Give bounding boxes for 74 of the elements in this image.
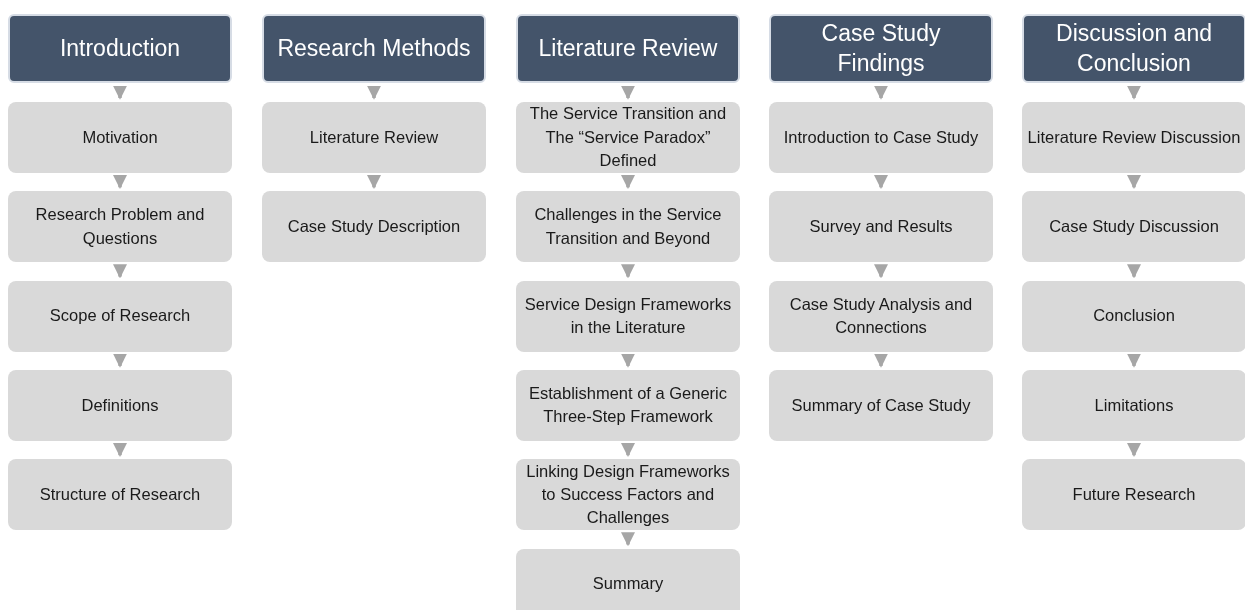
section-header-box <box>262 14 486 83</box>
topic-box <box>8 369 232 441</box>
topic-box <box>1022 459 1245 531</box>
arrow <box>113 264 127 279</box>
arrow <box>874 85 888 100</box>
topic-box <box>516 548 740 610</box>
box-label: Literature Review <box>538 33 718 63</box>
topic-box <box>8 191 232 263</box>
arrow <box>1127 85 1141 100</box>
box-label: Literature Review <box>309 126 439 148</box>
box-label: Structure of Research <box>39 483 201 505</box>
arrow <box>1127 175 1141 190</box>
arrow <box>621 532 635 547</box>
box-label: Research Problem and Questions <box>34 204 206 249</box>
arrow <box>621 442 635 457</box>
arrow <box>1127 353 1141 368</box>
topic-box <box>769 102 993 173</box>
arrow <box>621 353 635 368</box>
box-label: Literature Review Discussion <box>1027 126 1241 148</box>
box-label: Challenges in the Service Transition and Beyond <box>533 204 723 249</box>
arrow <box>113 442 127 457</box>
box-label: Summary of Case Study <box>791 394 971 416</box>
box-label: Survey and Results <box>809 216 953 238</box>
arrow <box>367 175 381 190</box>
section-header-box <box>8 14 232 83</box>
section-header-box <box>516 14 740 83</box>
box-label: Introduction <box>59 33 181 63</box>
box-label: Motivation <box>82 126 158 148</box>
arrow <box>874 264 888 279</box>
topic-box <box>262 191 486 263</box>
topic-box <box>769 280 993 352</box>
topic-box <box>8 280 232 352</box>
box-label: Case Study Analysis and Connections <box>788 293 974 339</box>
arrow <box>621 85 635 100</box>
box-label: Definitions <box>81 394 159 416</box>
box-label: Service Design Frameworks in the Literature <box>523 293 733 339</box>
topic-box <box>516 280 740 352</box>
arrow <box>1127 442 1141 457</box>
box-label: Research Methods <box>277 33 471 63</box>
box-label: Case Study Description <box>287 216 461 238</box>
arrow <box>113 353 127 368</box>
section-header-box <box>769 14 993 83</box>
arrow <box>1127 264 1141 279</box>
topic-box <box>1022 102 1245 173</box>
box-label: The Service Transition and The “Service Paradox” Defined <box>528 103 728 172</box>
section-header-box <box>1022 14 1245 83</box>
arrow <box>367 85 381 100</box>
box-label: Discussion and Conclusion <box>1055 18 1213 78</box>
box-label: Conclusion <box>1093 305 1175 327</box>
topic-box <box>8 459 232 531</box>
box-label: Case Study Discussion <box>1049 216 1219 238</box>
arrow <box>621 175 635 190</box>
box-label: Limitations <box>1094 394 1174 416</box>
topic-box <box>1022 280 1245 352</box>
arrow <box>874 175 888 190</box>
topic-box <box>262 102 486 173</box>
box-label: Establishment of a Generic Three-Step Framework <box>527 382 729 428</box>
arrow <box>113 175 127 190</box>
box-label: Future Research <box>1072 483 1196 505</box>
box-label: Scope of Research <box>49 305 191 327</box>
box-label: Linking Design Frameworks to Success Factors and Challenges <box>525 460 731 529</box>
box-label: Introduction to Case Study <box>783 126 979 148</box>
topic-box <box>769 191 993 263</box>
arrow <box>874 353 888 368</box>
topic-box <box>1022 369 1245 441</box>
arrow <box>621 264 635 279</box>
topic-box <box>516 191 740 263</box>
topic-box <box>769 369 993 441</box>
topic-box <box>516 369 740 441</box>
topic-box <box>8 102 232 173</box>
arrow <box>113 85 127 100</box>
topic-box <box>1022 191 1245 263</box>
box-label: Case Study Findings <box>820 18 942 78</box>
box-label: Summary <box>592 573 664 595</box>
